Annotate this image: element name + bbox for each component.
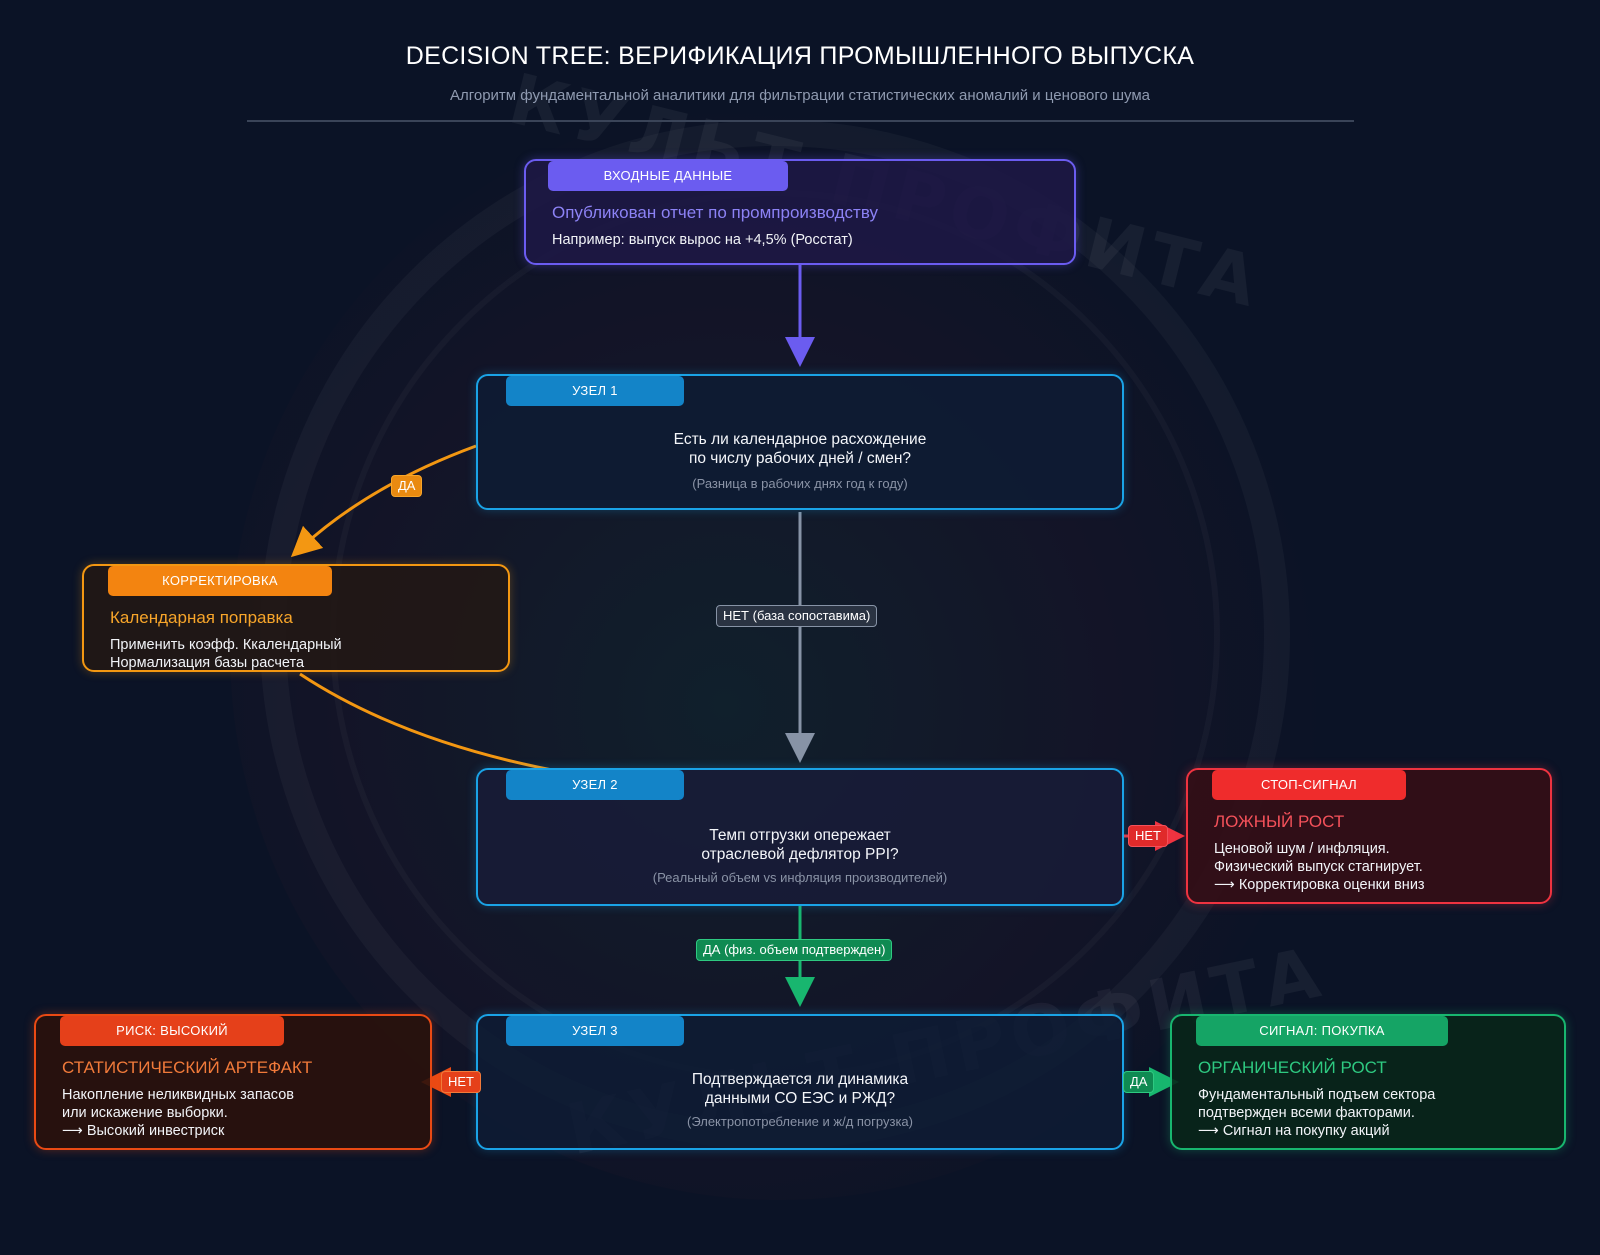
adjust-heading: Календарная поправка <box>110 608 293 627</box>
buy-tag: СИГНАЛ: ПОКУПКА <box>1196 1016 1448 1046</box>
edge-label-node1-no: НЕТ (база сопоставима) <box>716 605 878 627</box>
page-title: DECISION TREE: ВЕРИФИКАЦИЯ ПРОМЫШЛЕННОГО… <box>405 42 1195 70</box>
edge-label-node2-no: НЕТ <box>1128 825 1168 847</box>
edge-label-node2-yes: ДА (физ. объем подтвержден) <box>696 939 893 961</box>
node1-note: (Разница в рабочих днях год к году) <box>692 476 908 491</box>
adjust-box: КОРРЕКТИРОВКА Календарная поправка Приме… <box>82 564 510 672</box>
node3-note: (Электропотребление и ж/д погрузка) <box>687 1114 913 1129</box>
risk-heading: СТАТИСТИЧЕСКИЙ АРТЕФАКТ <box>62 1058 313 1077</box>
adjust-description: Применить коэфф. Ккалендарный Нормализац… <box>110 637 342 671</box>
node3-box: УЗЕЛ 3 Подтверждается ли динамика данным… <box>476 1014 1124 1150</box>
node2-note: (Реальный объем vs инфляция производител… <box>652 870 948 885</box>
adjust-tag: КОРРЕКТИРОВКА <box>108 566 332 596</box>
node2-tag: УЗЕЛ 2 <box>506 770 684 800</box>
buy-heading: ОРГАНИЧЕСКИЙ РОСТ <box>1198 1058 1387 1077</box>
edge-label-node3-no: НЕТ <box>441 1071 481 1093</box>
title-divider <box>247 120 1354 122</box>
node1-tag: УЗЕЛ 1 <box>506 376 684 406</box>
stop-tag: СТОП-СИГНАЛ <box>1212 770 1406 800</box>
risk-box: РИСК: ВЫСОКИЙ СТАТИСТИЧЕСКИЙ АРТЕФАКТ На… <box>34 1014 432 1150</box>
input-tag: ВХОДНЫЕ ДАННЫЕ <box>548 161 788 191</box>
buy-description: Фундаментальный подъем сектора подтвержд… <box>1198 1087 1436 1139</box>
node3-question: Подтверждается ли динамика данными СО ЕЭ… <box>691 1071 909 1107</box>
edge-label-node3-yes: ДА <box>1123 1071 1155 1093</box>
stop-description: Ценовой шум / инфляция. Физический выпус… <box>1214 841 1425 893</box>
edge-node1-adjust <box>290 444 477 558</box>
node1-question: Есть ли календарное расхождение по числу… <box>673 431 927 467</box>
node2-question: Темп отгрузки опережает отраслевой дефля… <box>701 827 899 863</box>
stop-heading: ЛОЖНЫЙ РОСТ <box>1214 812 1345 831</box>
risk-tag: РИСК: ВЫСОКИЙ <box>60 1016 284 1046</box>
page-subtitle: Алгоритм фундаментальной аналитики для ф… <box>449 87 1151 104</box>
stop-box: СТОП-СИГНАЛ ЛОЖНЫЙ РОСТ Ценовой шум / ин… <box>1186 768 1552 904</box>
risk-description: Накопление неликвидных запасов или искаж… <box>62 1087 294 1139</box>
node2-box: УЗЕЛ 2 Темп отгрузки опережает отраслево… <box>476 768 1124 906</box>
node3-tag: УЗЕЛ 3 <box>506 1016 684 1046</box>
edge-label-node1-yes: ДА <box>391 475 423 497</box>
input-box: ВХОДНЫЕ ДАННЫЕ Опубликован отчет по пром… <box>524 159 1076 265</box>
node1-box: УЗЕЛ 1 Есть ли календарное расхождение п… <box>476 374 1124 510</box>
input-heading: Опубликован отчет по промпроизводству <box>552 203 878 222</box>
edge-adjust-node2 <box>299 672 553 772</box>
input-description: Например: выпуск вырос на +4,5% (Росстат… <box>552 232 853 248</box>
buy-box: СИГНАЛ: ПОКУПКА ОРГАНИЧЕСКИЙ РОСТ Фундам… <box>1170 1014 1566 1150</box>
